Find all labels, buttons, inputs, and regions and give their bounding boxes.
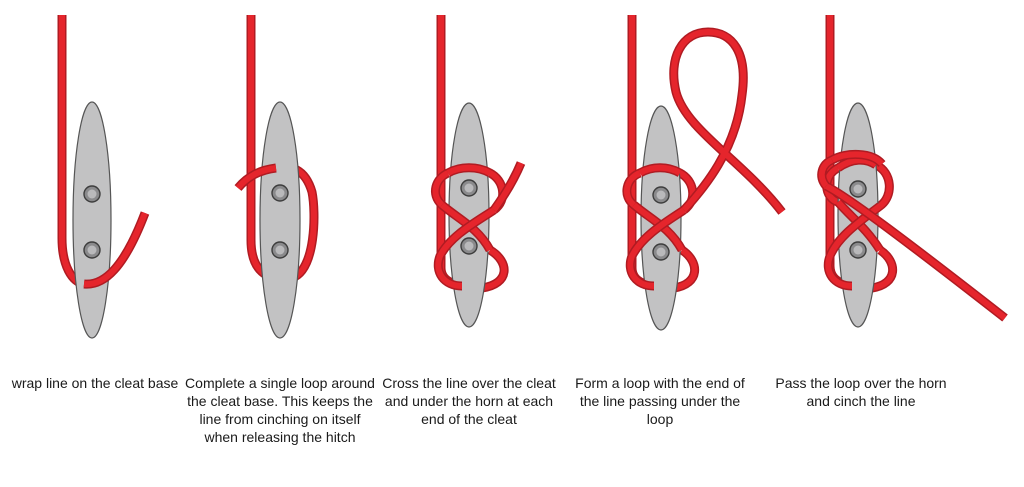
cleat xyxy=(640,105,682,331)
cleat-bolt xyxy=(83,241,101,259)
step-2-illustration xyxy=(234,15,319,339)
rope-behind-cleat xyxy=(246,15,319,284)
cleat-bolt xyxy=(83,185,101,203)
rope-over-cleat xyxy=(625,27,786,291)
step-1-caption: wrap line on the cleat base xyxy=(11,375,179,391)
step-5-caption: Pass the loop over the horn and cinch th… xyxy=(775,375,947,409)
step-2-caption: Complete a single loop around the cleat … xyxy=(185,375,375,445)
rope-over-cleat xyxy=(817,150,1008,322)
step-4-caption: Form a loop with the end of the line pas… xyxy=(575,375,745,427)
rope-over-cleat xyxy=(234,163,277,191)
step-1-illustration xyxy=(57,15,150,339)
cleat xyxy=(259,101,301,339)
cleat-bolt xyxy=(460,237,478,255)
cleat-bolt xyxy=(271,184,289,202)
step-4-illustration xyxy=(622,15,786,331)
cleat-bolt xyxy=(849,241,867,259)
step-3-caption: Cross the line over the cleat and under … xyxy=(382,375,556,427)
cleat xyxy=(72,101,112,339)
cleat-bolt xyxy=(271,241,289,259)
step-3-illustration xyxy=(430,15,526,328)
step-5-illustration xyxy=(817,15,1008,328)
cleat-bolt xyxy=(849,180,867,198)
cleat-bolt xyxy=(652,243,670,261)
rope-over-cleat xyxy=(433,161,526,291)
cleat-bolt xyxy=(652,186,670,204)
cleat-bolt xyxy=(460,179,478,197)
rope-over-cleat xyxy=(83,211,150,289)
